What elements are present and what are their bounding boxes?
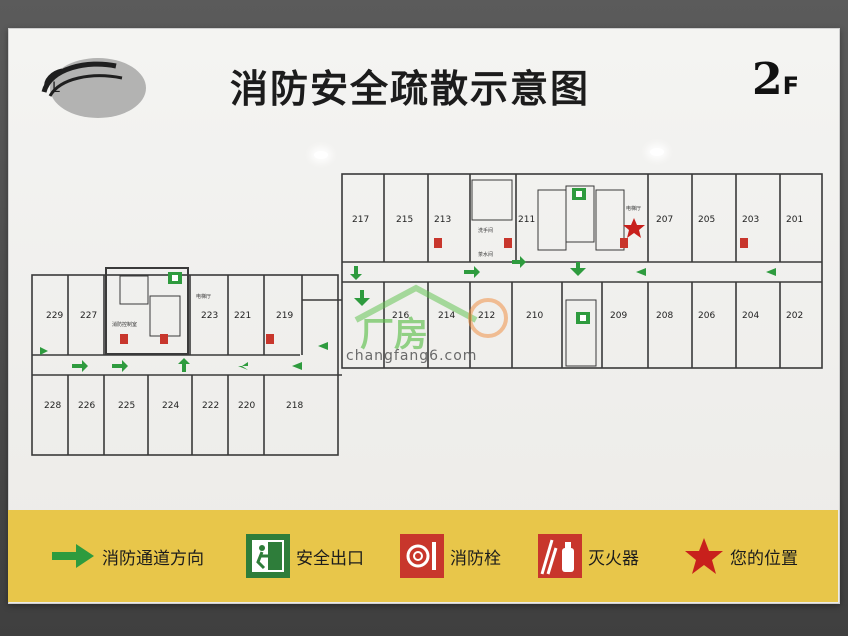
area-label: 洗手间 [478,227,493,234]
extinguisher-icon [538,534,582,578]
green-arrow-icon [112,360,128,372]
you-are-here-star-icon [623,218,645,238]
floor-number: 2 [752,54,783,105]
sign-title: 消防安全疏散示意图 [230,67,591,111]
exit-sign-icon [246,534,290,578]
legend-label: 灭火器 [588,548,639,569]
room-label: 221 [234,311,251,321]
exit-sign-icon [572,188,586,200]
room-label: 218 [286,401,303,411]
room-label: 220 [238,401,255,411]
hydrant-icon [266,334,274,344]
room-label: 204 [742,311,759,321]
room-label: 203 [742,215,759,225]
room-label: 207 [656,215,673,225]
legend-item-direction: 消防通道方向 [50,534,204,578]
room-label: 205 [698,215,715,225]
floor-indicator: 2F [752,54,799,105]
green-arrow-icon [636,268,646,276]
room-label: 216 [392,311,409,321]
room-label: 213 [434,215,451,225]
green-arrow-icon [354,290,370,306]
room-label: 217 [352,215,369,225]
room-label: 226 [78,401,95,411]
green-arrow-icon [238,362,248,370]
area-label: 电梯厅 [626,205,641,212]
room-label: 229 [46,311,63,321]
room-label: 211 [518,215,535,225]
exit-sign-icon [576,312,590,324]
legend-label: 消防栓 [450,548,501,569]
hydrant-icon [160,334,168,344]
room-label: 212 [478,311,495,321]
watermark-logo: 厂房 [354,284,508,355]
logo-lettering: L [52,80,60,96]
legend-label: 您的位置 [730,548,798,569]
legend-item-you-are-here: 您的位置 [684,534,798,578]
evacuation-arrows [40,256,776,372]
light-reflection [650,148,664,156]
green-arrow-icon [464,266,480,278]
room-label: 215 [396,215,413,225]
room-label: 219 [276,311,293,321]
room-label: 224 [162,401,179,411]
legend-item-exit: 安全出口 [246,534,364,578]
green-arrow-icon [40,347,48,355]
room-label: 227 [80,311,97,321]
area-label: 消防控制室 [112,321,137,328]
green-arrow-icon [350,266,362,280]
legend-item-hydrant: 消防栓 [400,534,501,578]
green-arrow-icon [766,268,776,276]
room-label: 209 [610,311,627,321]
green-arrow-icon [72,360,88,372]
green-arrow-icon [318,342,328,350]
legend-item-extinguisher: 灭火器 [538,534,639,578]
legend-label: 安全出口 [296,548,364,569]
area-label: 茶水间 [478,251,493,258]
hydrant-icon [400,534,444,578]
area-label: 电梯厅 [196,293,211,300]
hydrant-icon [434,238,442,248]
east-wing-outline [341,173,823,369]
room-label: 214 [438,311,455,321]
hydrant-icon [504,238,512,248]
green-arrow-icon [52,544,94,568]
red-star-icon [685,538,723,574]
room-label: 202 [786,311,803,321]
hydrant-icon [620,238,628,248]
evacuation-sign-board [8,28,840,604]
watermark-text: 厂房 [360,315,428,355]
west-wing-outline [31,274,339,456]
room-label: 201 [786,215,803,225]
green-arrow-icon [178,358,190,372]
green-arrow-icon [570,262,586,276]
company-logo: L [41,58,146,118]
room-label: 225 [118,401,135,411]
hydrant-icon [120,334,128,344]
green-arrow-icon [512,256,526,268]
room-label: 206 [698,311,715,321]
room-label: 223 [201,311,218,321]
floor-suffix: F [782,72,800,100]
green-arrow-icon [292,362,302,370]
room-label: 210 [526,311,543,321]
watermark-url: changfang6.com [346,348,478,364]
light-reflection [314,151,328,159]
exit-sign-icon [168,272,182,284]
room-label: 208 [656,311,673,321]
hydrant-icon [740,238,748,248]
room-label: 222 [202,401,219,411]
legend-label: 消防通道方向 [102,548,204,569]
room-label: 228 [44,401,61,411]
